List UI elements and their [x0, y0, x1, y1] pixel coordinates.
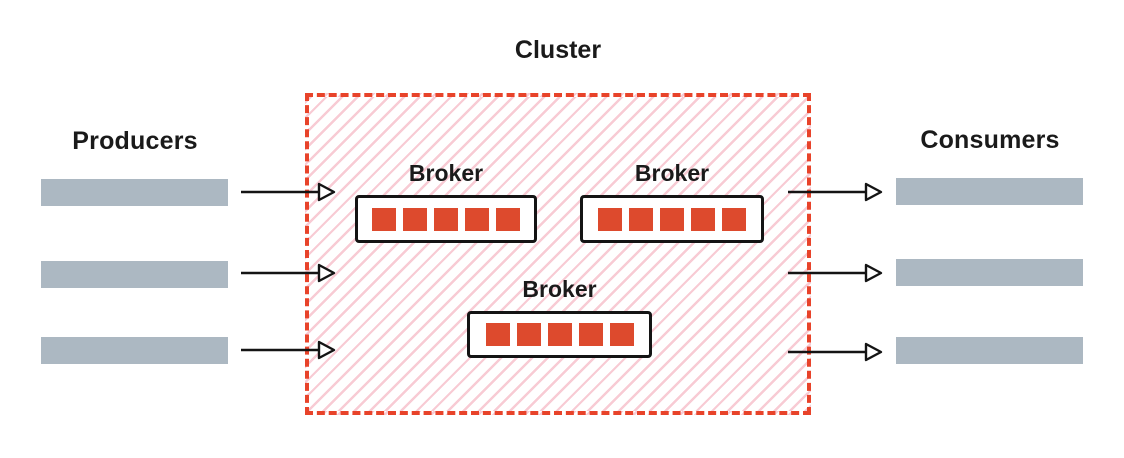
producer-arrow-icon — [241, 340, 336, 360]
partition-square — [547, 323, 572, 346]
partition-square — [485, 323, 510, 346]
broker-label: Broker — [408, 160, 484, 186]
consumer-arrow-icon — [788, 182, 883, 202]
cluster-boundary — [305, 93, 811, 415]
partition-square — [496, 207, 520, 231]
broker-box — [580, 195, 764, 243]
partition-square — [516, 323, 541, 346]
cluster-title: Cluster — [514, 36, 602, 64]
broker-label: Broker — [634, 160, 710, 186]
partition-square — [609, 323, 634, 346]
partition-square — [598, 207, 622, 231]
broker-box — [355, 195, 537, 243]
producer-bar — [41, 337, 228, 364]
producer-arrow-icon — [241, 263, 336, 283]
partition-square — [403, 207, 427, 231]
partition-square — [660, 207, 684, 231]
broker-label: Broker — [522, 276, 597, 302]
consumer-arrow-icon — [788, 342, 883, 362]
partition-square — [578, 323, 603, 346]
partition-square — [372, 207, 396, 231]
partition-square — [465, 207, 489, 231]
partition-square — [434, 207, 458, 231]
consumer-bar — [896, 178, 1083, 205]
producer-arrow-icon — [241, 182, 336, 202]
partition-square — [722, 207, 746, 231]
consumers-label: Consumers — [920, 126, 1060, 154]
producers-label: Producers — [72, 127, 198, 155]
producer-bar — [41, 261, 228, 288]
consumer-bar — [896, 337, 1083, 364]
consumer-arrow-icon — [788, 263, 883, 283]
partition-square — [629, 207, 653, 231]
producer-bar — [41, 179, 228, 206]
broker-box — [467, 311, 652, 358]
partition-square — [691, 207, 715, 231]
consumer-bar — [896, 259, 1083, 286]
